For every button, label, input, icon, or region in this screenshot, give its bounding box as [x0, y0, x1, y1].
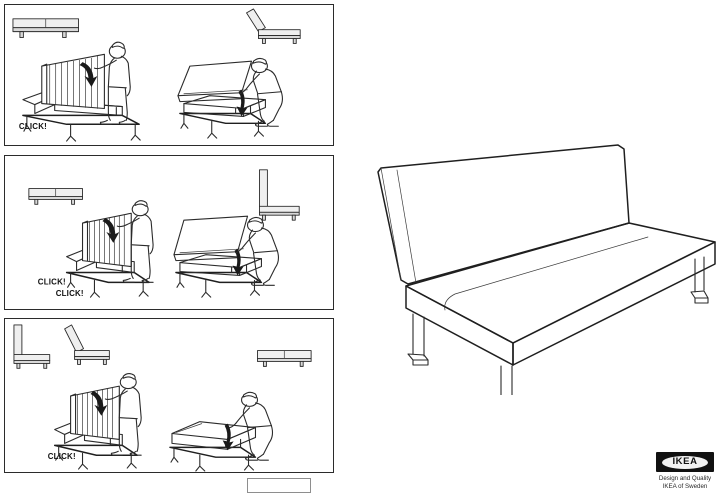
step-panel-2: CLICK! CLICK!: [4, 155, 334, 310]
brand-tagline-line-1: Design and Quality: [658, 475, 712, 482]
figure-person: [235, 216, 280, 286]
sofa-leg-front-left: [407, 313, 429, 366]
figure-person: [104, 372, 142, 456]
figure-person: [239, 57, 283, 127]
illustration-person-lifting-slatted-backrest: CLICK!: [48, 372, 142, 470]
illustration-person-lifting-slatted-backrest: CLICK!: [19, 41, 141, 142]
flat-bed-position-icon: [28, 188, 83, 205]
figure-person: [93, 41, 131, 125]
ikea-logo-block: IKEA Design and Quality IKEA of Sweden: [656, 452, 714, 494]
upright-sofa-position-icon: [13, 324, 51, 369]
brand-tagline-line-2: IKEA of Sweden: [662, 483, 708, 490]
reclined-lounger-position-icon: [246, 8, 301, 44]
ikea-logo-oval: IKEA: [662, 455, 708, 469]
figure-person: [116, 200, 154, 283]
step-panel-3: CLICK!: [4, 318, 334, 473]
panel-3-artwork: CLICK!: [13, 324, 312, 472]
ikea-logo-mark: IKEA: [656, 452, 714, 472]
illustration-person-lifting-slatted-backrest: CLICK! CLICK!: [38, 200, 154, 298]
flat-bed-position-icon: [257, 350, 312, 367]
sofa-leg-front-center: [500, 365, 513, 395]
illustration-person-folding-mattress: [173, 215, 280, 298]
illustration-person-folding-mattress: [177, 57, 283, 139]
click-label: CLICK!: [38, 277, 66, 286]
sofa-leg-rear-right: [690, 256, 709, 304]
reclined-lounger-position-icon: [64, 324, 110, 365]
panel-1-artwork: CLICK!: [12, 8, 301, 142]
click-label: CLICK!: [56, 289, 84, 298]
page-number-box: [247, 478, 311, 493]
figure-person: [229, 391, 274, 461]
click-label: CLICK!: [19, 122, 47, 131]
sofa-bed-product-illustration: [348, 140, 720, 395]
hero-sofa-artwork: [377, 144, 716, 395]
panel-2-artwork: CLICK! CLICK!: [28, 169, 300, 298]
click-label: CLICK!: [48, 452, 76, 461]
upright-sofa-position-icon: [259, 169, 300, 221]
illustration-person-folding-mattress-flat: [169, 391, 274, 472]
step-panel-1: CLICK!: [4, 4, 334, 146]
ikea-wordmark: IKEA: [672, 456, 698, 468]
flat-bed-position-icon: [12, 18, 79, 38]
